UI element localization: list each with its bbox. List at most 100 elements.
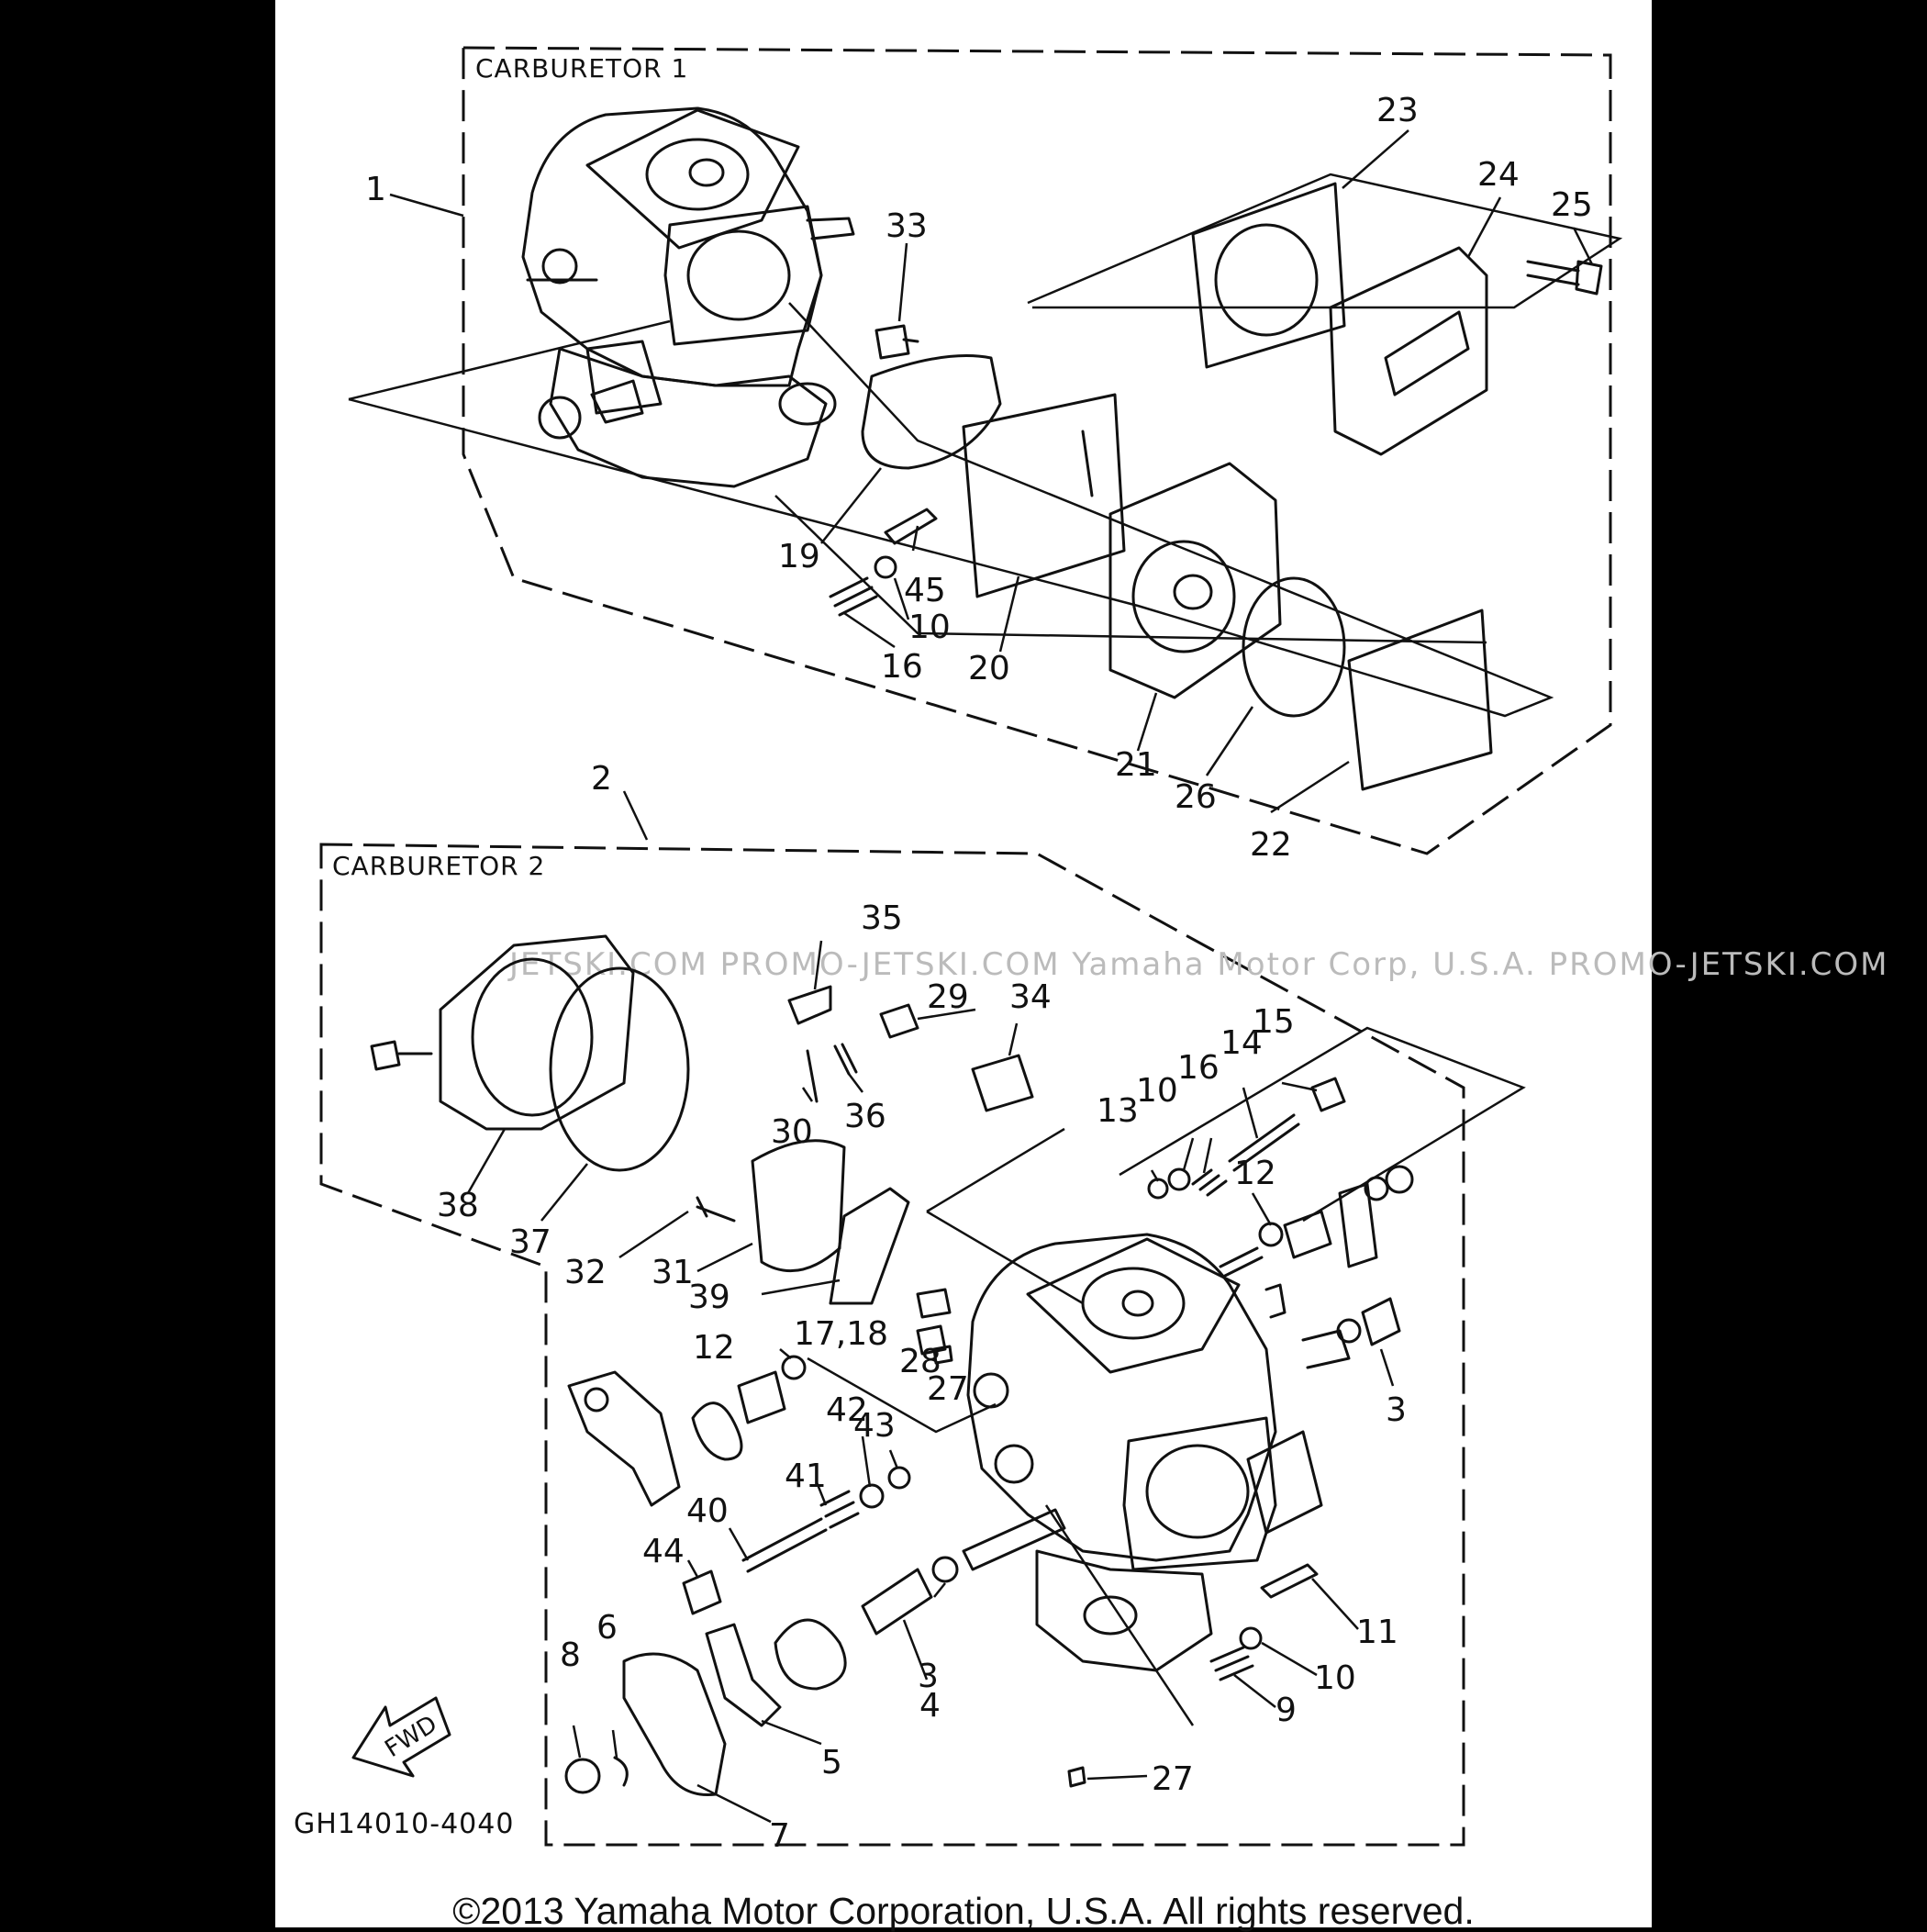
callout-32: 32	[564, 1254, 607, 1291]
callout-29: 29	[927, 978, 969, 1016]
callout-35: 35	[861, 899, 903, 937]
part-27-plug-lower	[1067, 1766, 1086, 1788]
carburetor-2-leaders	[466, 940, 1395, 1824]
callout-42: 42	[826, 1391, 868, 1429]
part-26-diaphragm	[1242, 576, 1346, 718]
part-36-spring	[833, 1043, 858, 1076]
return-spring-lower	[774, 1618, 847, 1691]
callout-8: 8	[560, 1636, 581, 1674]
part-10-washer-lower	[1239, 1626, 1263, 1650]
part-44-cap	[682, 1569, 722, 1615]
callout-13: 13	[1097, 1092, 1139, 1130]
callout-31: 31	[652, 1254, 694, 1291]
part-21-pump-body	[1108, 462, 1282, 699]
watermark-text: JETSKI.COM PROMO-JETSKI.COM Yamaha Motor…	[507, 946, 1889, 983]
part-45-needle	[884, 508, 938, 545]
part-6-clip	[613, 1756, 629, 1787]
part-4-sleeve	[861, 1568, 933, 1636]
part-22-gasket	[1347, 609, 1493, 791]
carburetor-2-title: CARBURETOR 2	[332, 851, 545, 881]
part-13-ring	[1147, 1178, 1169, 1200]
part-34-plunger	[971, 1054, 1034, 1112]
callout-3-lower: 3	[918, 1658, 939, 1695]
callout-6: 6	[596, 1609, 618, 1647]
callout-4: 4	[919, 1687, 941, 1725]
callout-14: 14	[1220, 1024, 1263, 1062]
part-37-diaphragm	[549, 966, 690, 1172]
part-33-screw	[874, 324, 919, 360]
callout-16-upper: 16	[881, 648, 923, 686]
copyright-notice: ©2013 Yamaha Motor Corporation, U.S.A. A…	[452, 1890, 1475, 1932]
callout-28: 28	[899, 1343, 941, 1380]
carburetor-1-title: CARBURETOR 1	[475, 53, 688, 84]
callout-36: 36	[844, 1098, 886, 1135]
carburetor-1-leaders	[389, 129, 1594, 841]
callout-12-right: 12	[1234, 1155, 1276, 1192]
callout-26: 26	[1175, 778, 1217, 816]
carburetor-2-body	[966, 1233, 1351, 1672]
callout-45: 45	[904, 572, 946, 609]
part-5-lever	[705, 1623, 782, 1727]
carburetor-2-plane-lower	[1044, 1504, 1195, 1726]
callout-1: 1	[365, 171, 386, 208]
part-3-washer-lower	[931, 1556, 959, 1583]
callout-2: 2	[591, 760, 612, 798]
callout-10-upper: 10	[908, 609, 951, 646]
part-39-gasket	[829, 1187, 910, 1305]
part-23-gasket	[1191, 182, 1346, 369]
callout-21: 21	[1115, 746, 1157, 784]
washer-right-top	[1364, 1176, 1389, 1201]
callout-7: 7	[769, 1817, 790, 1855]
throttle-lever-left	[567, 1370, 681, 1507]
carburetor-2-group: CARBURETOR 2 JETSKI.COM PROMO-JETSKI.COM…	[294, 843, 1889, 1847]
carburetor-2-boundary	[319, 843, 1465, 1847]
part-10-washer	[874, 555, 897, 579]
part-35-link	[787, 985, 832, 1025]
part-15-cap	[1310, 1077, 1346, 1112]
callout-25: 25	[1551, 186, 1593, 224]
spring-left	[691, 1402, 743, 1461]
part-8-nut	[564, 1758, 601, 1794]
callout-12-left: 12	[693, 1329, 735, 1367]
part-28-jet	[916, 1324, 947, 1356]
carburetor-2-plane-left	[807, 1357, 997, 1434]
carburetor-1-boundary	[462, 46, 1612, 855]
part-29-plate	[879, 1003, 919, 1039]
part-9-spring	[1209, 1646, 1254, 1681]
callout-numbers: 1 2 3 3 4 5 6 7 8 9 10 10 10 11 12 12 13…	[365, 92, 1593, 1855]
part-20-gasket	[962, 393, 1126, 598]
part-14-screw	[1228, 1113, 1300, 1172]
callout-43: 43	[853, 1407, 896, 1445]
callout-30: 30	[771, 1113, 813, 1151]
callout-17-18: 17,18	[794, 1315, 888, 1353]
callout-5: 5	[821, 1744, 842, 1781]
callout-23: 23	[1376, 92, 1419, 129]
carburetor-1-plane-upper	[1027, 173, 1623, 309]
callout-22: 22	[1250, 826, 1292, 864]
callout-37: 37	[509, 1223, 551, 1261]
part-12-collar-left	[737, 1370, 786, 1424]
carburetor-1-plane-lower	[774, 495, 1487, 644]
screw-right-mid	[1219, 1246, 1264, 1278]
part-30-pin	[806, 1049, 819, 1103]
part-12-washer-right	[1258, 1222, 1284, 1247]
nut-right-top	[1385, 1165, 1414, 1194]
part-32-screw	[696, 1196, 736, 1223]
part-40-screw	[741, 1517, 828, 1573]
fwd-arrow: FWD	[351, 1696, 451, 1778]
part-12-washer-left	[781, 1355, 807, 1380]
callout-11: 11	[1356, 1614, 1398, 1651]
part-3-washer-upper	[1336, 1318, 1362, 1344]
callout-27-lower: 27	[1152, 1760, 1194, 1798]
callout-39: 39	[688, 1279, 730, 1316]
part-43-ball	[887, 1466, 911, 1490]
part-11-needle	[1260, 1563, 1319, 1599]
callout-38: 38	[437, 1187, 479, 1224]
carburetor-2-plane-upper	[926, 1026, 1526, 1305]
drawing-code: GH14010-4040	[294, 1808, 514, 1840]
part-7-cam	[622, 1652, 727, 1797]
part-42-washer	[859, 1483, 885, 1509]
part-3-bushing-upper	[1361, 1297, 1401, 1346]
part-16-spring-upper	[1191, 1168, 1228, 1197]
